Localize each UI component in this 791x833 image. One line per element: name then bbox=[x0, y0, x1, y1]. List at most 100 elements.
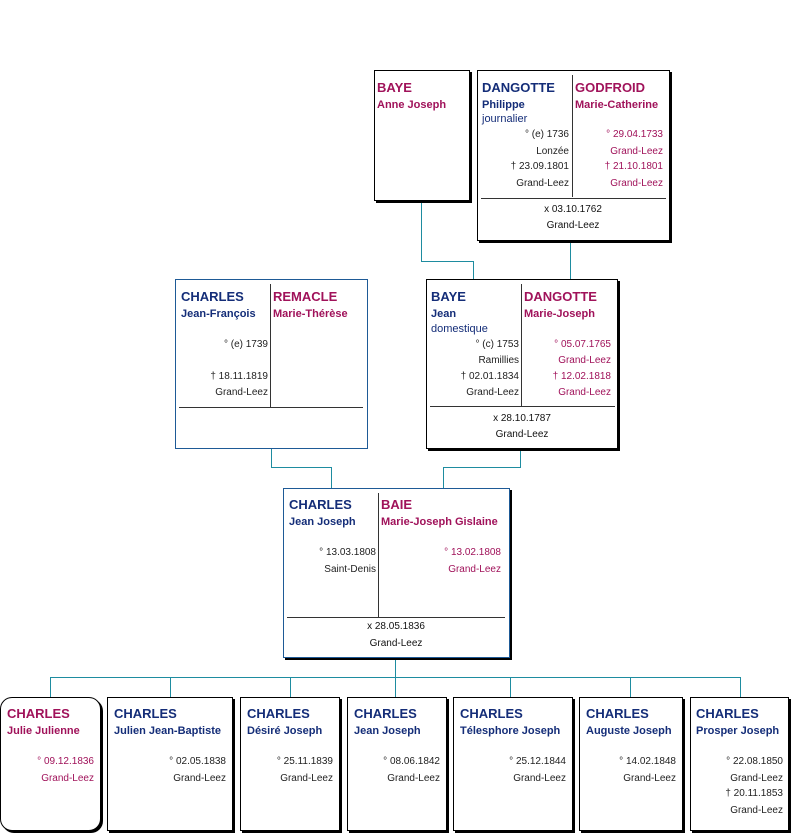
wife-birth-place: Grand-Leez bbox=[558, 355, 611, 366]
couple-card-dangotte-godfroid[interactable]: DANGOTTE Philippe journalier ° (e) 1736 … bbox=[477, 70, 670, 241]
given-name: Prosper Joseph bbox=[696, 725, 780, 737]
husband-birth: ° 13.03.1808 bbox=[319, 547, 376, 558]
connector-line bbox=[421, 200, 422, 262]
husband-birth-place: Lonzée bbox=[536, 146, 569, 157]
husband-surname: CHARLES bbox=[181, 289, 244, 304]
child-card-julien-jean-baptiste[interactable]: CHARLES Julien Jean-Baptiste ° 02.05.183… bbox=[107, 697, 233, 831]
couple-card-charles-remacle[interactable]: CHARLES Jean-François ° (e) 1739 † 18.11… bbox=[175, 279, 368, 449]
wife-death: † 12.02.1818 bbox=[552, 371, 611, 382]
birth: ° 14.02.1848 bbox=[619, 756, 676, 767]
marriage-date: x 28.05.1836 bbox=[367, 621, 425, 632]
connector-line bbox=[421, 261, 474, 262]
husband-given-name: Jean bbox=[431, 308, 457, 320]
birth: ° 22.08.1850 bbox=[726, 756, 783, 767]
connector-line bbox=[510, 677, 511, 697]
wife-given-name: Marie-Joseph Gislaine bbox=[381, 516, 498, 528]
husband-birth: ° (c) 1753 bbox=[475, 339, 519, 350]
given-name: Anne Joseph bbox=[377, 99, 447, 111]
marriage-separator bbox=[179, 407, 363, 408]
wife-surname: DANGOTTE bbox=[524, 289, 597, 304]
birth-place: Grand-Leez bbox=[623, 773, 676, 784]
husband-surname: CHARLES bbox=[289, 497, 352, 512]
husband-birth-place: Ramillies bbox=[478, 355, 519, 366]
marriage-date: x 28.10.1787 bbox=[493, 413, 551, 424]
husband-death: † 23.09.1801 bbox=[510, 161, 569, 172]
husband-given-name: Jean-François bbox=[181, 308, 256, 320]
husband-death: † 18.11.1819 bbox=[210, 371, 268, 382]
couple-card-charles-baie[interactable]: CHARLES Jean Joseph ° 13.03.1808 Saint-D… bbox=[283, 488, 510, 658]
surname: CHARLES bbox=[247, 706, 310, 721]
connector-line bbox=[331, 467, 332, 489]
given-name: Désiré Joseph bbox=[247, 725, 323, 737]
child-card-julie-julienne[interactable]: CHARLES Julie Julienne ° 09.12.1836 Gran… bbox=[0, 697, 101, 831]
marriage-place: Grand-Leez bbox=[369, 638, 423, 649]
given-name: Auguste Joseph bbox=[586, 725, 672, 737]
given-name: Julien Jean-Baptiste bbox=[114, 725, 221, 737]
birth-place: Grand-Leez bbox=[513, 773, 566, 784]
wife-death: † 21.10.1801 bbox=[604, 161, 663, 172]
birth-place: Grand-Leez bbox=[730, 773, 783, 784]
wife-surname: BAIE bbox=[381, 497, 413, 512]
person-card-baye-anne-joseph[interactable]: BAYE Anne Joseph bbox=[374, 70, 470, 201]
connector-line bbox=[290, 677, 291, 697]
child-card-prosper-joseph[interactable]: CHARLES Prosper Joseph ° 22.08.1850 Gran… bbox=[690, 697, 789, 831]
wife-given-name: Marie-Joseph bbox=[524, 308, 595, 320]
column-separator bbox=[270, 284, 271, 408]
connector-line bbox=[630, 677, 631, 697]
wife-death-place: Grand-Leez bbox=[558, 387, 611, 398]
child-card-auguste-joseph[interactable]: CHARLES Auguste Joseph ° 14.02.1848 Gran… bbox=[579, 697, 683, 831]
wife-birth-place: Grand-Leez bbox=[448, 564, 501, 575]
column-separator bbox=[521, 284, 522, 406]
husband-occupation: domestique bbox=[431, 323, 488, 335]
connector-line bbox=[170, 677, 171, 697]
wife-birth: ° 05.07.1765 bbox=[554, 339, 611, 350]
husband-surname: BAYE bbox=[431, 289, 466, 304]
child-card-desire-joseph[interactable]: CHARLES Désiré Joseph ° 25.11.1839 Grand… bbox=[240, 697, 340, 831]
connector-line bbox=[473, 261, 474, 280]
birth-place: Grand-Leez bbox=[41, 773, 94, 784]
surname: CHARLES bbox=[354, 706, 417, 721]
marriage-separator bbox=[430, 406, 615, 407]
connector-line bbox=[395, 657, 396, 678]
surname: BAYE bbox=[377, 80, 412, 95]
birth: ° 08.06.1842 bbox=[383, 756, 440, 767]
column-separator bbox=[378, 493, 379, 617]
husband-birth: ° (e) 1739 bbox=[223, 339, 268, 350]
death: † 20.11.1853 bbox=[725, 788, 783, 799]
column-separator bbox=[572, 75, 573, 197]
connector-line bbox=[395, 677, 396, 697]
birth: ° 25.11.1839 bbox=[276, 756, 333, 767]
connector-line bbox=[443, 467, 444, 489]
given-name: Télesphore Joseph bbox=[460, 725, 561, 737]
husband-death: † 02.01.1834 bbox=[460, 371, 519, 382]
marriage-place: Grand-Leez bbox=[546, 220, 600, 231]
surname: CHARLES bbox=[460, 706, 523, 721]
husband-death-place: Grand-Leez bbox=[215, 387, 268, 398]
surname: CHARLES bbox=[7, 706, 70, 721]
child-card-jean-joseph[interactable]: CHARLES Jean Joseph ° 08.06.1842 Grand-L… bbox=[347, 697, 447, 831]
connector-line bbox=[50, 677, 51, 697]
wife-birth-place: Grand-Leez bbox=[610, 146, 663, 157]
child-card-telesphore-joseph[interactable]: CHARLES Télesphore Joseph ° 25.12.1844 G… bbox=[453, 697, 573, 831]
surname: CHARLES bbox=[114, 706, 177, 721]
given-name: Julie Julienne bbox=[7, 725, 80, 737]
husband-birth: ° (e) 1736 bbox=[524, 129, 569, 140]
husband-occupation: journalier bbox=[482, 113, 528, 125]
connector-line bbox=[443, 467, 521, 468]
marriage-separator bbox=[481, 198, 666, 199]
connector-line bbox=[570, 240, 571, 280]
wife-surname: GODFROID bbox=[575, 80, 646, 95]
marriage-place: Grand-Leez bbox=[495, 429, 549, 440]
husband-death-place: Grand-Leez bbox=[516, 178, 569, 189]
husband-surname: DANGOTTE bbox=[482, 80, 555, 95]
wife-death-place: Grand-Leez bbox=[610, 178, 663, 189]
connector-line bbox=[271, 467, 332, 468]
death-place: Grand-Leez bbox=[730, 805, 783, 816]
wife-given-name: Marie-Thérèse bbox=[273, 308, 348, 320]
surname: CHARLES bbox=[586, 706, 649, 721]
birth-place: Grand-Leez bbox=[173, 773, 226, 784]
couple-card-baye-dangotte[interactable]: BAYE Jean domestique ° (c) 1753 Ramillie… bbox=[426, 279, 618, 449]
wife-birth: ° 13.02.1808 bbox=[444, 547, 501, 558]
wife-birth: ° 29.04.1733 bbox=[606, 129, 663, 140]
connector-line bbox=[740, 677, 741, 697]
